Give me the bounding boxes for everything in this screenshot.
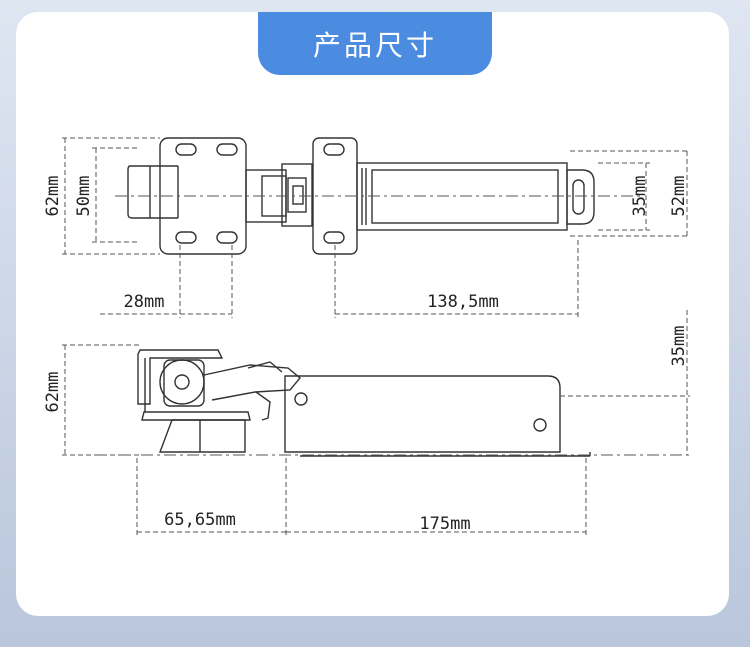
dim-top-right-inner: 35mm	[630, 176, 650, 217]
top-view-drawing	[127, 137, 595, 255]
dim-side-width-left: 65,65mm	[164, 510, 236, 530]
top-view-dimension-lines	[62, 137, 690, 318]
dim-top-width-left: 28mm	[124, 292, 165, 312]
dim-side-width-right: 175mm	[419, 514, 470, 534]
dim-side-height-right: 35mm	[669, 326, 689, 367]
side-view-dimension-lines	[62, 310, 690, 535]
page-title: 产品尺寸	[258, 12, 492, 75]
dim-side-height-left: 62mm	[43, 372, 63, 413]
dim-top-height-outer: 62mm	[43, 176, 63, 217]
side-view-drawing	[137, 349, 591, 457]
dim-top-right-outer: 52mm	[669, 176, 689, 217]
dim-top-height-inner: 50mm	[74, 176, 94, 217]
dim-top-width-right: 138,5mm	[427, 292, 499, 312]
